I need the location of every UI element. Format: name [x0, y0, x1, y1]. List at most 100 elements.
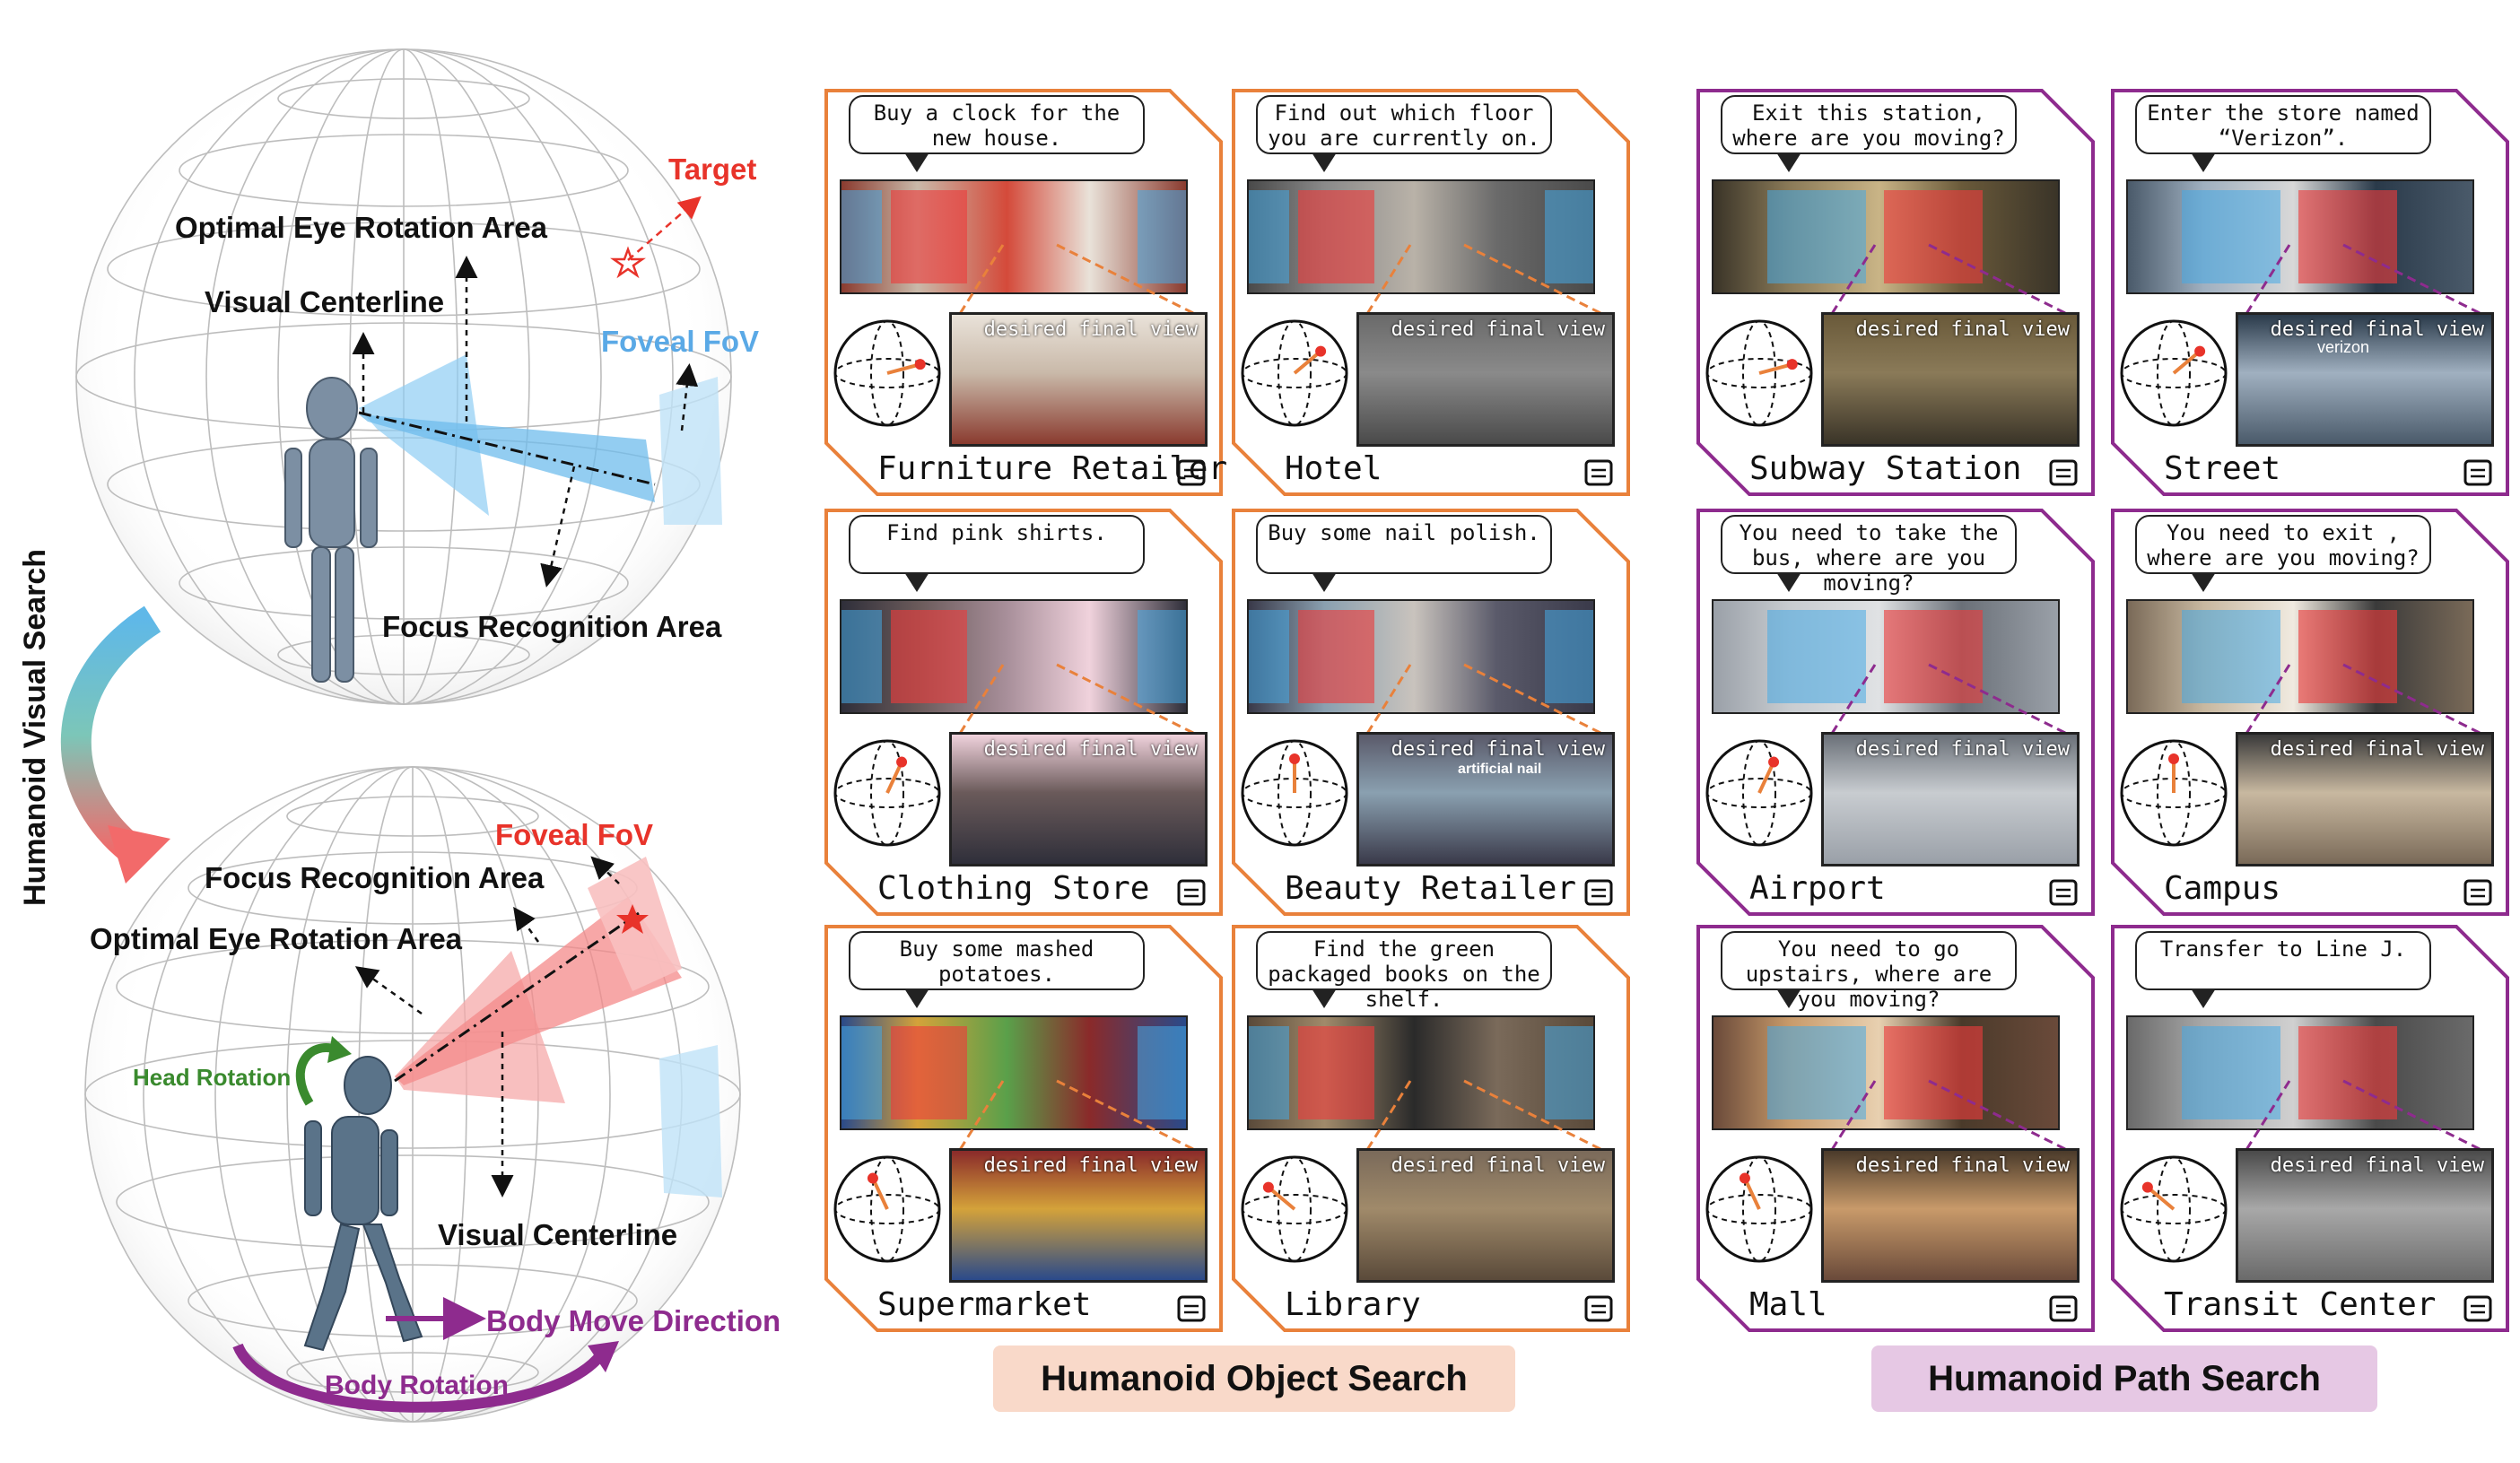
bubble-tail: [1312, 572, 1337, 592]
visual-search-diagram: Humanoid Visual Search Target Optimal Ey…: [0, 0, 807, 1463]
foveal-region-blue: [1545, 610, 1593, 703]
object-search-card: Buy a clock for the new house.desired fi…: [824, 88, 1228, 497]
hotel-building-icon: [1584, 459, 1613, 486]
panorama-image: [840, 1015, 1188, 1130]
path-search-card: Exit this station, where are you moving?…: [1696, 88, 2096, 497]
desired-final-view-label: desired final view: [983, 738, 1198, 761]
foveal-region-blue: [841, 190, 882, 283]
foveal-region-blue: [841, 610, 882, 703]
desired-final-view-image: desired final view: [1821, 312, 2080, 447]
foveal-region-blue: [1545, 190, 1593, 283]
panorama-image: [2126, 1015, 2474, 1130]
airplane-icon: [2049, 879, 2078, 906]
view-connector: [1364, 1079, 1609, 1154]
optimal-eye-rotation-label-bottom: Optimal Eye Rotation Area: [90, 922, 463, 955]
path-search-card: You need to go upstairs, where are you m…: [1696, 924, 2096, 1333]
store-logo-text: verizon: [2317, 338, 2370, 356]
humanoid-standing-icon: [284, 377, 378, 683]
visual-centerline-label: Visual Centerline: [205, 285, 445, 318]
foveal-region-blue: [1249, 190, 1289, 283]
card-frame: [1232, 925, 1630, 1332]
panorama-image: [1247, 1015, 1595, 1130]
foveal-region-blue: [2182, 1026, 2280, 1119]
shopping-bag-icon: [2049, 1295, 2078, 1322]
foveal-region-blue: [1249, 610, 1289, 703]
target-region-red: [1884, 610, 1983, 703]
object-search-card: Find out which floor you are currently o…: [1231, 88, 1631, 497]
desired-final-view-image: desired final view: [2236, 732, 2494, 866]
viewing-sphere-icon: [833, 1155, 941, 1263]
card-frame: [2111, 509, 2509, 916]
city-icon: [2463, 459, 2492, 486]
foveal-region-blue: [1767, 190, 1866, 283]
instruction-bubble: Enter the store named “Verizon”.: [2135, 95, 2431, 154]
bubble-tail: [1776, 988, 1801, 1008]
instruction-bubble: Buy some nail polish.: [1256, 515, 1552, 574]
foveal-fov-label: Foveal FoV: [601, 325, 760, 358]
instruction-bubble: You need to go upstairs, where are you m…: [1721, 931, 2017, 1012]
bubble-tail: [904, 988, 929, 1008]
target-region-red: [891, 1026, 967, 1119]
card-frame: [1696, 89, 2095, 496]
desired-final-view-label: desired final view: [1855, 738, 2070, 761]
target-region-red: [1298, 610, 1374, 703]
target-label: Target: [668, 152, 757, 186]
shirt-icon: [1177, 879, 1206, 906]
visual-centerline-label-bottom: Visual Centerline: [438, 1218, 678, 1251]
foveal-region-blue: [1767, 610, 1866, 703]
scene-name: Furniture Retailer: [877, 450, 1228, 487]
instruction-bubble: Find pink shirts.: [849, 515, 1145, 574]
desired-final-view-label: desired final view: [983, 1154, 1198, 1177]
instruction-bubble: Buy some mashed potatoes.: [849, 931, 1145, 990]
foveal-region-blue: [1545, 1026, 1593, 1119]
target-region-red: [1884, 190, 1983, 283]
storefront-icon: [1584, 879, 1613, 906]
bubble-tail: [1312, 988, 1337, 1008]
viewing-sphere-icon: [833, 319, 941, 427]
bubble-tail: [904, 152, 929, 172]
desired-final-view-image: desired final view: [2236, 1148, 2494, 1283]
card-frame: [824, 509, 1223, 916]
viewing-sphere-icon: [2120, 739, 2228, 847]
graduation-cap-icon: [2463, 879, 2492, 906]
object-search-title: Humanoid Object Search: [993, 1345, 1515, 1412]
desired-final-view-image: desired final view: [949, 312, 1208, 447]
desired-final-view-label: desired final view: [983, 318, 1198, 341]
desired-final-view-label: desired final view: [1855, 1154, 2070, 1177]
view-connector: [1828, 1079, 2073, 1154]
foveal-region-blue: [2182, 190, 2280, 283]
head-rotation-label: Head Rotation: [133, 1064, 292, 1091]
card-frame: [824, 89, 1223, 496]
banner-text: artificial nail: [1458, 762, 1542, 777]
view-connector: [1828, 243, 2073, 318]
foveal-region-blue: [1138, 1026, 1186, 1119]
foveal-region-blue: [1138, 610, 1186, 703]
view-connector: [2243, 243, 2488, 318]
path-search-card: Enter the store named “Verizon”. desired …: [2110, 88, 2510, 497]
viewing-sphere-icon: [833, 739, 941, 847]
bubble-tail: [2191, 152, 2216, 172]
target-region-red: [1298, 190, 1374, 283]
scene-name: Beauty Retailer: [1285, 870, 1577, 907]
scene-name: Clothing Store: [877, 870, 1150, 907]
transition-arrow: [60, 605, 161, 865]
viewing-sphere-icon: [1705, 739, 1813, 847]
instruction-bubble: You need to take the bus, where are you …: [1721, 515, 2017, 596]
target-region-red: [1884, 1026, 1983, 1119]
bubble-tail: [904, 572, 929, 592]
target-region-red: [891, 610, 967, 703]
scene-name: Street: [2164, 450, 2281, 487]
foveal-region-blue: [1138, 190, 1186, 283]
desired-final-view-label: desired final view: [1855, 318, 2070, 341]
view-connector: [956, 243, 1201, 318]
books-icon: [1584, 1295, 1613, 1322]
optimal-eye-rotation-label: Optimal Eye Rotation Area: [175, 211, 548, 244]
desired-final-view-image: desired final view: [949, 1148, 1208, 1283]
instruction-bubble: Find out which floor you are currently o…: [1256, 95, 1552, 154]
foveal-fov-patch: [659, 377, 722, 525]
panorama-image: [1712, 599, 2060, 714]
panorama-image: [2126, 179, 2474, 294]
